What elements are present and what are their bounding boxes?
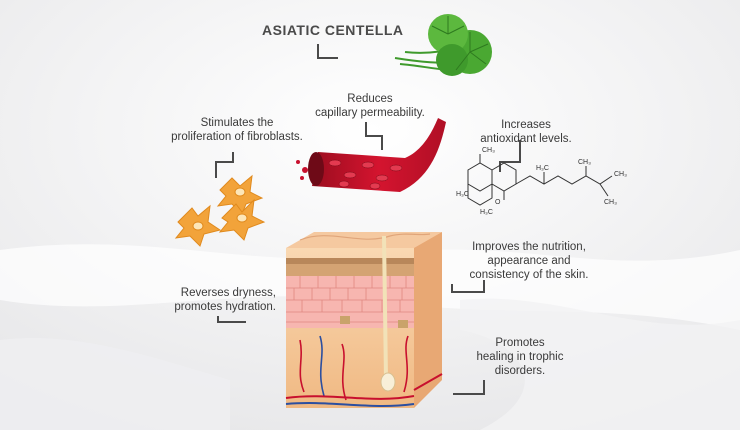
molecule-label-6: O: [495, 199, 501, 206]
molecule-label-3: H₃C: [456, 191, 469, 198]
benefit-nutrition: Improves the nutrition, appearance and c…: [469, 241, 589, 281]
benefit-antioxidant: Increases antioxidant levels.: [480, 119, 572, 145]
centella-leaf-icon: [394, 14, 492, 76]
molecule-label-7: CH₃: [578, 159, 591, 166]
fibroblast-cells-icon: [174, 174, 266, 247]
antioxidant-molecule-icon: CH₃ CH₃ H₃C H₃C H₃C O CH₃ CH₃: [456, 147, 627, 216]
molecule-label-1: CH₃: [482, 147, 495, 154]
benefit-fibroblasts: Stimulates the proliferation of fibrobla…: [171, 117, 303, 143]
molecule-label-8: CH₃: [604, 199, 617, 206]
benefit-healing: Promotes healing in trophic disorders.: [476, 337, 564, 377]
connector-lines: [215, 44, 521, 395]
skin-cross-section-icon: [285, 232, 443, 408]
benefit-capillary: Reduces capillary permeability.: [315, 93, 425, 119]
blood-vessel-icon: [296, 118, 446, 192]
page-title: ASIATIC CENTELLA: [262, 22, 404, 38]
benefit-hydration: Reverses dryness, promotes hydration.: [174, 287, 276, 313]
molecule-label-4: H₃C: [480, 209, 493, 216]
background-wave-3: [0, 338, 230, 430]
molecule-label-5: H₃C: [536, 165, 549, 172]
background-wave-2: [460, 298, 740, 430]
molecule-label-2: CH₃: [614, 171, 627, 178]
